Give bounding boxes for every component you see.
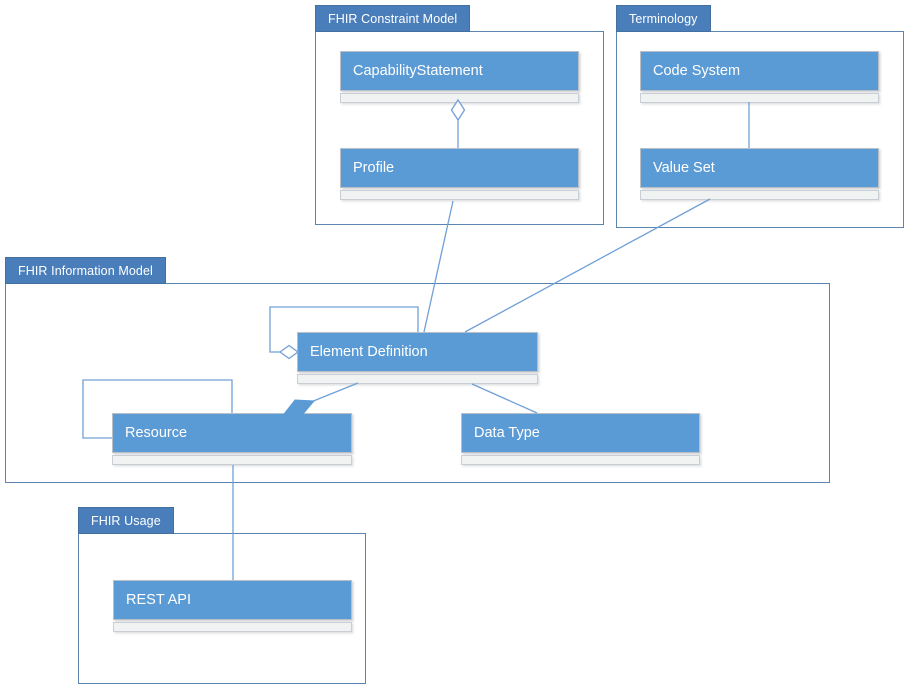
class-compartment xyxy=(113,622,352,632)
class-profile: Profile xyxy=(340,148,579,200)
class-element-definition: Element Definition xyxy=(297,332,538,384)
class-label: Resource xyxy=(125,425,188,441)
class-header: Element Definition xyxy=(297,332,538,372)
class-compartment xyxy=(112,455,352,465)
class-label: REST API xyxy=(126,592,192,608)
class-label: Element Definition xyxy=(310,344,428,360)
class-compartment xyxy=(640,190,879,200)
class-header: Data Type xyxy=(461,413,700,453)
class-resource: Resource xyxy=(112,413,352,465)
class-label: Profile xyxy=(353,160,395,176)
class-label: Code System xyxy=(653,63,741,79)
class-header: Resource xyxy=(112,413,352,453)
class-rest-api: REST API xyxy=(113,580,352,632)
class-compartment xyxy=(340,93,579,103)
class-header: REST API xyxy=(113,580,352,620)
class-label: Value Set xyxy=(653,160,715,176)
package-tab-terminology: Terminology xyxy=(616,5,711,32)
package-tab-fhir-information-model: FHIR Information Model xyxy=(5,257,166,284)
class-data-type: Data Type xyxy=(461,413,700,465)
class-header: CapabilityStatement xyxy=(340,51,579,91)
class-label: CapabilityStatement xyxy=(353,63,483,79)
class-compartment xyxy=(461,455,700,465)
class-compartment xyxy=(297,374,538,384)
class-header: Value Set xyxy=(640,148,879,188)
class-compartment xyxy=(640,93,879,103)
class-label: Data Type xyxy=(474,425,540,441)
package-tab-fhir-constraint-model: FHIR Constraint Model xyxy=(315,5,471,32)
class-code-system: Code System xyxy=(640,51,879,103)
class-header: Profile xyxy=(340,148,579,188)
class-value-set: Value Set xyxy=(640,148,879,200)
class-header: Code System xyxy=(640,51,879,91)
class-capability-statement: CapabilityStatement xyxy=(340,51,579,103)
class-compartment xyxy=(340,190,579,200)
package-tab-fhir-usage: FHIR Usage xyxy=(78,507,174,534)
